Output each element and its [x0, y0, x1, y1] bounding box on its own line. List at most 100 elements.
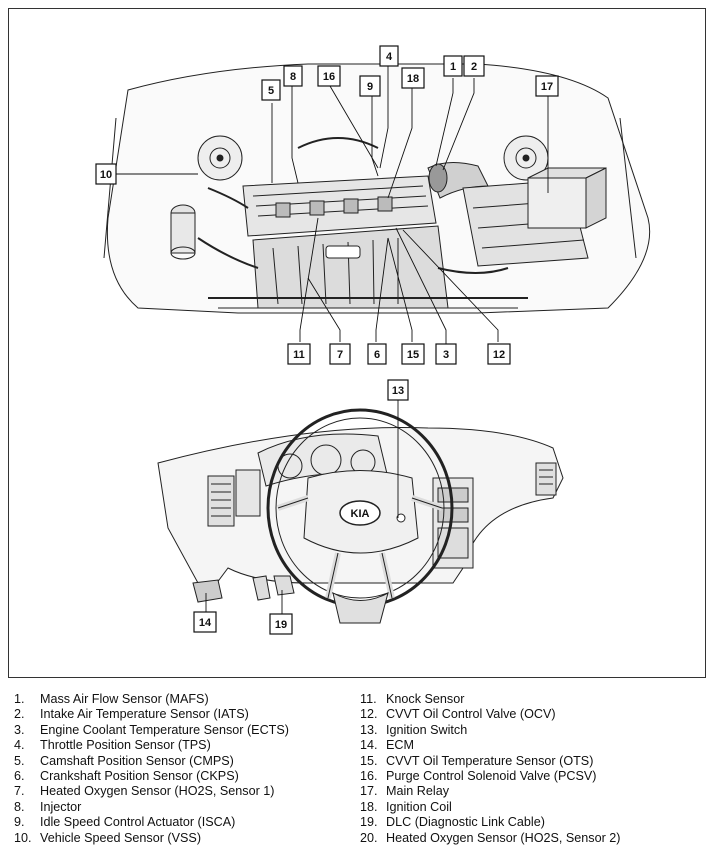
legend-number: 8. [14, 799, 25, 814]
legend-text: Heated Oxygen Sensor (HO2S, Sensor 1) [40, 784, 275, 799]
legend-number: 15. [360, 753, 378, 768]
callout-box [435, 343, 457, 365]
legend-text: Ignition Switch [386, 722, 468, 737]
legend-number: 17. [360, 784, 378, 799]
legend-item: 16.Purge Control Solenoid Valve (PCSV) [360, 769, 710, 784]
legend-number: 4. [14, 738, 25, 753]
callout-15: 15 [401, 343, 425, 365]
callout-label: 16 [323, 71, 335, 83]
legend-item: 17.Main Relay [360, 784, 710, 799]
engine-bay-illustration [103, 63, 651, 314]
callout-box [535, 75, 559, 97]
legend-number: 19. [360, 815, 378, 830]
legend-text: Mass Air Flow Sensor (MAFS) [40, 692, 209, 706]
legend-text: DLC (Diagnostic Link Cable) [386, 815, 545, 830]
callout-box [193, 611, 217, 633]
legend-item: 8. Injector [14, 800, 354, 815]
callout-label: 4 [386, 51, 393, 63]
legend-text: Throttle Position Sensor (TPS) [40, 738, 211, 753]
legend-number: 9. [14, 815, 25, 830]
legend-column-left: 1. Mass Air Flow Sensor (MAFS) 2. Intake Ai… [14, 692, 354, 846]
callout-box [283, 65, 303, 87]
callout-10: 10 [95, 163, 117, 185]
legend-number: 10. [14, 830, 32, 845]
legend-number: 5. [14, 753, 25, 768]
legend-text: Heated Oxygen Sensor (HO2S, Sensor 2) [386, 830, 621, 845]
callout-box [287, 343, 311, 365]
legend-text: Ignition Coil [386, 799, 452, 814]
legend-item: 5. Camshaft Position Sensor (CMPS) [14, 754, 354, 769]
callout-box [367, 343, 387, 365]
legend-item: 2. Intake Air Temperature Sensor (IATS) [14, 707, 354, 722]
legend-text: Idle Speed Control Actuator (ISCA) [40, 815, 236, 830]
legend-item: 3. Engine Coolant Temperature Sensor (ECT… [14, 723, 354, 738]
callout-box [269, 613, 293, 635]
callout-label: 1 [450, 61, 456, 73]
legend-number: 12. [360, 707, 378, 722]
legend-item: 13.Ignition Switch [360, 723, 710, 738]
legend-number: 2. [14, 707, 25, 722]
legend-number: 7. [14, 784, 25, 799]
callout-box [487, 343, 511, 365]
legend-number: 6. [14, 769, 25, 784]
callout-5: 5 [261, 79, 281, 101]
callout-box [95, 163, 117, 185]
callout-box [379, 45, 399, 67]
callout-2: 2 [463, 55, 485, 77]
legend-number: 1. [14, 692, 25, 706]
legend-item: 1. Mass Air Flow Sensor (MAFS) [14, 692, 354, 707]
callout-label: 8 [290, 71, 296, 83]
callout-18: 18 [401, 67, 425, 89]
legend-item: 9. Idle Speed Control Actuator (ISCA) [14, 815, 354, 830]
legend-item: 6. Crankshaft Position Sensor (CKPS) [14, 769, 354, 784]
callout-3: 3 [435, 343, 457, 365]
callout-label: 5 [268, 85, 274, 97]
callout-label: 11 [293, 349, 305, 361]
legend-item: 4. Throttle Position Sensor (TPS) [14, 738, 354, 753]
legend-text: CVVT Oil Control Valve (OCV) [386, 707, 556, 722]
callout-box [317, 65, 341, 87]
callout-13: 13 [387, 379, 409, 401]
callout-label: 19 [275, 619, 287, 631]
legend-text: Injector [40, 799, 82, 814]
callout-7: 7 [329, 343, 351, 365]
legend-text: Intake Air Temperature Sensor (IATS) [40, 707, 249, 722]
legend-item: 10. Vehicle Speed Sensor (VSS) [14, 831, 354, 846]
callout-box [463, 55, 485, 77]
legend-text: Engine Coolant Temperature Sensor (ECTS) [40, 722, 289, 737]
legend-number: 18. [360, 799, 378, 814]
legend-item: 19. DLC (Diagnostic Link Cable) [360, 815, 710, 830]
legend-text: Crankshaft Position Sensor (CKPS) [40, 769, 239, 784]
callout-9: 9 [359, 75, 381, 97]
callout-17: 17 [535, 75, 559, 97]
legend-item: 15. CVVT Oil Temperature Sensor (OTS) [360, 754, 710, 769]
callout-1: 1 [443, 55, 463, 77]
legend-item: 18. Ignition Coil [360, 800, 710, 815]
callout-16: 16 [317, 65, 341, 87]
legend-number: 3. [14, 722, 25, 737]
callout-11: 11 [287, 343, 311, 365]
legend-text: Camshaft Position Sensor (CMPS) [40, 753, 234, 768]
callout-label: 6 [374, 349, 380, 361]
callout-box [443, 55, 463, 77]
callout-label: 18 [407, 73, 419, 85]
callout-label: 2 [471, 61, 477, 73]
legend-text: CVVT Oil Temperature Sensor (OTS) [386, 753, 594, 768]
callout-box [329, 343, 351, 365]
legend-number: 20. [360, 830, 378, 845]
legend-item: 7. Heated Oxygen Sensor (HO2S, Sensor 1) [14, 784, 354, 799]
callout-box [359, 75, 381, 97]
callout-label: 3 [443, 349, 449, 361]
callout-box [261, 79, 281, 101]
legend-item: 12. CVVT Oil Control Valve (OCV) [360, 707, 710, 722]
callout-label: 7 [337, 349, 343, 361]
callout-14: 14 [193, 611, 217, 633]
callout-label: 9 [367, 81, 373, 93]
legend-text: Vehicle Speed Sensor (VSS) [40, 830, 202, 845]
callout-19: 19 [269, 613, 293, 635]
legend-text: ECM [386, 738, 414, 753]
callout-label: 14 [199, 617, 212, 629]
callout-12: 12 [487, 343, 511, 365]
legend-item: 11.Knock Sensor [360, 692, 710, 707]
